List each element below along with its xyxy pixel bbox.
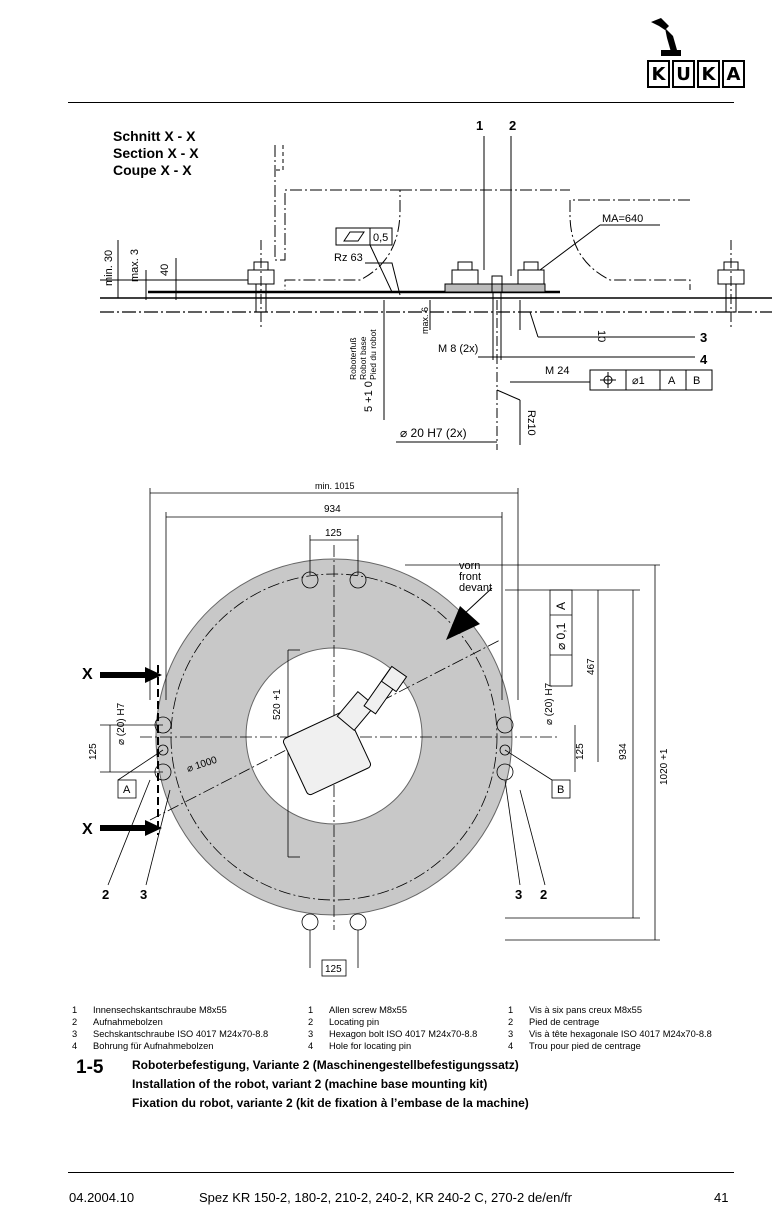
front-arrow-icon — [446, 606, 480, 640]
robot-base-de: Roboterfuß — [348, 337, 358, 380]
section-arrow-top — [100, 667, 162, 683]
page-number: 41 — [714, 1190, 729, 1205]
m8-label: M 8 (2x) — [438, 343, 478, 355]
robot-plan-view — [282, 665, 408, 796]
caption-fr: Fixation du robot, variante 2 (kit de fi… — [132, 1096, 529, 1110]
datum-b-box: B — [557, 784, 564, 796]
robot-logo-icon — [651, 18, 681, 56]
ma-label: MA=640 — [602, 213, 643, 225]
section-drawing: 1 2 3 4 MA=640 0,5 Rz 63 min. 30 max. 3 … — [100, 118, 772, 450]
tol-datum-a: A — [668, 375, 676, 387]
mounting-ring — [155, 558, 513, 916]
dim-467: 467 — [586, 658, 597, 675]
section-x-bottom: X — [82, 821, 93, 838]
logo-letter-u: U — [672, 60, 695, 88]
section-x-top: X — [82, 666, 93, 683]
dim-125-bottom: 125 — [325, 964, 342, 975]
dim-1020: 1020 +1 — [659, 748, 670, 785]
dim-934-right: 934 — [618, 743, 629, 760]
callout-3: 3 — [700, 330, 707, 345]
max3-label: max. 3 — [129, 249, 141, 282]
plan-drawing: min. 1015 934 125 125 125 125 vorn front… — [82, 481, 670, 977]
tolerance-5-label: 5 +1 0 — [363, 381, 375, 412]
robot-base-en: Robot base — [358, 336, 368, 380]
phi20-label: ⌀ 20 H7 (2x) — [400, 426, 467, 440]
footer-date: 04.2004.10 — [69, 1190, 135, 1205]
front-de: vorn — [459, 560, 480, 572]
tol-frame-a: A — [554, 602, 568, 610]
caption-en: Installation of the robot, variant 2 (ma… — [132, 1077, 488, 1091]
rz63-label: Rz 63 — [334, 252, 363, 264]
dim-min1015: min. 1015 — [315, 481, 355, 491]
callout-1: 1 — [476, 118, 483, 133]
callout-4: 4 — [700, 352, 708, 367]
logo-letter-k2: K — [697, 60, 720, 88]
plan-callout-3-right: 3 — [515, 887, 522, 902]
plan-callout-3-left: 3 — [140, 887, 147, 902]
dim-125-left: 125 — [88, 743, 99, 760]
section-title-de: Schnitt X - X — [113, 128, 196, 144]
tol-phi1: ⌀1 — [632, 375, 645, 387]
section-title-en: Section X - X — [113, 145, 199, 161]
dim-125-right: 125 — [575, 743, 586, 760]
plan-callout-2-right: 2 — [540, 887, 547, 902]
max6-label: max. 6 — [420, 307, 430, 334]
header-rule — [68, 102, 734, 103]
dim-phi20h7-right: ⌀ (20) H7 — [544, 682, 555, 725]
rz10-label: Rz10 — [525, 410, 537, 436]
kuka-logo: K U K A — [645, 16, 745, 92]
figure-number: 1-5 — [76, 1057, 104, 1078]
footer-doc-title: Spez KR 150-2, 180-2, 210-2, 240-2, KR 2… — [199, 1190, 572, 1205]
dim-520: 520 +1 — [272, 689, 283, 720]
section-arrow-bottom — [100, 820, 162, 836]
figure-caption: Roboterbefestigung, Variante 2 (Maschine… — [132, 1056, 529, 1113]
d10-label: 10 — [595, 330, 607, 342]
footer-rule — [68, 1172, 734, 1173]
tol-frame-phi01: ⌀ 0,1 — [554, 622, 568, 650]
datum-a-box: A — [123, 784, 131, 796]
caption-de: Roboterbefestigung, Variante 2 (Maschine… — [132, 1058, 519, 1072]
flatness-value: 0,5 — [373, 232, 388, 244]
d40-label: 40 — [159, 264, 171, 276]
logo-letter-a: A — [722, 60, 745, 88]
logo-letter-k: K — [647, 60, 670, 88]
dim-phi20h7-left: ⌀ (20) H7 — [116, 702, 127, 745]
front-en: front — [459, 571, 481, 583]
section-titles: Schnitt X - X Section X - X Coupe X - X — [113, 128, 199, 179]
min30-label: min. 30 — [103, 250, 115, 286]
section-title-fr: Coupe X - X — [113, 162, 192, 178]
robot-base-fr: Pied du robot — [368, 329, 378, 380]
tol-datum-b: B — [693, 375, 700, 387]
front-fr: devant — [459, 582, 492, 594]
plan-callout-2-left: 2 — [102, 887, 109, 902]
callout-2: 2 — [509, 118, 516, 133]
dim-125-top: 125 — [325, 528, 342, 539]
m24-label: M 24 — [545, 365, 569, 377]
dim-934: 934 — [324, 504, 341, 515]
